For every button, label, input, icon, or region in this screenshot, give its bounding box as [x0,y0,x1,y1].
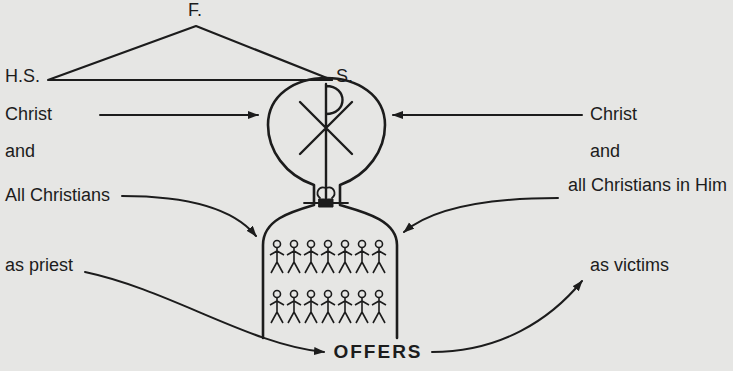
stick-figure [338,241,352,274]
chalice-symbol [319,199,333,207]
stick-figure [338,291,352,324]
leader-arrow [85,272,324,352]
stick-figure [355,291,369,324]
leader-arrow [404,198,558,232]
leader-arrow [432,281,582,352]
christ-figure [263,78,397,338]
trinity-label: H.S. [5,66,40,87]
stick-figure [321,291,335,324]
leader-arrow [100,114,258,116]
stick-figure [304,241,318,274]
role-label: Christ [590,104,637,125]
leader-arrow [122,196,256,236]
action-label: OFFERS [333,341,422,362]
role-label: all Christians in Him [568,175,727,196]
chi-rho-symbol [300,84,352,198]
stick-figure [287,291,301,324]
trinity-label: F. [188,0,202,21]
role-label: as victims [590,255,669,276]
role-label: and [5,141,35,162]
stick-figure [270,291,284,324]
leader-arrow [393,114,582,116]
stick-figure [304,291,318,324]
stick-figure [372,291,386,324]
trinity-label: S. [336,66,353,87]
christian-figures [270,241,386,324]
stick-figure [270,241,284,274]
role-label: as priest [5,255,73,276]
role-label: All Christians [5,185,110,206]
role-label: Christ [5,104,52,125]
stick-figure [372,241,386,274]
stick-figure [355,241,369,274]
stick-figure [321,241,335,274]
role-label: and [590,141,620,162]
stick-figure [287,241,301,274]
trinity-triangle [48,26,332,80]
